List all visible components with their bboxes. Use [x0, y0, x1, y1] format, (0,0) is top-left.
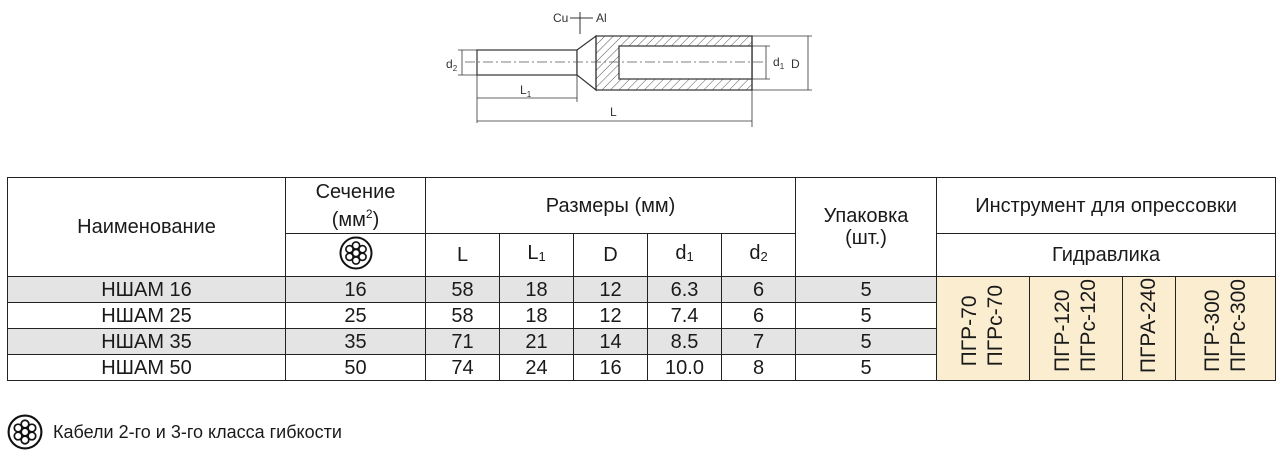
stranded-cable-icon [7, 414, 43, 450]
header-name: Наименование [7, 177, 286, 277]
header-D: D [573, 233, 648, 277]
cell-L: 71 [425, 328, 500, 355]
header-d2: d2 [720, 233, 797, 277]
footnote-text: Кабели 2-го и 3-го класса гибкости [53, 421, 342, 442]
stranded-cable-icon [339, 236, 372, 269]
header-L1: L1 [499, 233, 574, 277]
dim-l-label: L [610, 105, 617, 119]
label-al: Al [596, 11, 607, 25]
cell-L: 58 [425, 302, 500, 329]
dim-l1-label: L1 [520, 83, 532, 99]
cell-d2: 7 [720, 328, 797, 355]
cell-name: НШАМ 50 [7, 354, 286, 381]
cell-d2: 8 [720, 354, 797, 381]
header-pack: Упаковка(шт.) [795, 177, 938, 277]
cell-D: 12 [573, 302, 648, 329]
cell-d1: 10.0 [647, 354, 722, 381]
cell-d1: 7.4 [647, 302, 722, 329]
cell-L1: 21 [499, 328, 574, 355]
cell-section: 25 [285, 302, 426, 329]
cell-pack: 5 [795, 302, 938, 329]
header-tool: Инструмент для опрессовки [936, 177, 1277, 234]
header-section-icon-cell [285, 233, 426, 277]
cell-name: НШАМ 16 [7, 276, 286, 303]
cell-name: НШАМ 25 [7, 302, 286, 329]
cell-L: 74 [425, 354, 500, 381]
cell-section: 50 [285, 354, 426, 381]
header-L: L [425, 233, 500, 277]
dim-d1-label: d1 [773, 55, 785, 71]
header-section: Сечение (мм2) [285, 177, 426, 234]
cell-pack: 5 [795, 354, 938, 381]
cell-D: 14 [573, 328, 648, 355]
cell-section: 35 [285, 328, 426, 355]
header-d1: d1 [647, 233, 722, 277]
cell-L1: 18 [499, 302, 574, 329]
cell-d1: 6.3 [647, 276, 722, 303]
table-row: НШАМ 35 35 71 21 14 8.5 7 5 [7, 328, 1276, 355]
cell-d2: 6 [720, 302, 797, 329]
header-hydraulics: Гидравлика [936, 233, 1277, 277]
dim-D-label: D [791, 57, 800, 71]
cell-d1: 8.5 [647, 328, 722, 355]
cell-section: 16 [285, 276, 426, 303]
cell-D: 12 [573, 276, 648, 303]
cell-D: 16 [573, 354, 648, 381]
table-row: НШАМ 25 25 58 18 12 7.4 6 5 [7, 302, 1276, 329]
table-row: НШАМ 50 50 74 24 16 10.0 8 5 [7, 354, 1276, 381]
dim-d2-label: d2 [446, 57, 458, 73]
cell-name: НШАМ 35 [7, 328, 286, 355]
header-dims: Размеры (мм) [424, 177, 797, 234]
cell-L1: 24 [499, 354, 574, 381]
spec-table: Наименование Сечение (мм2) Размеры (мм) … [7, 177, 1277, 381]
cell-pack: 5 [795, 328, 938, 355]
ferrule-drawing: Cu Al d2 L1 L d1 D [446, 11, 812, 127]
label-cu: Cu [553, 11, 568, 25]
footnote: Кабели 2-го и 3-го класса гибкости [7, 414, 342, 450]
cell-L: 58 [425, 276, 500, 303]
cell-L1: 18 [499, 276, 574, 303]
tool-cell-pgra-240: ПГРА-240 [1122, 276, 1177, 381]
cell-d2: 6 [720, 276, 797, 303]
cell-pack: 5 [795, 276, 938, 303]
